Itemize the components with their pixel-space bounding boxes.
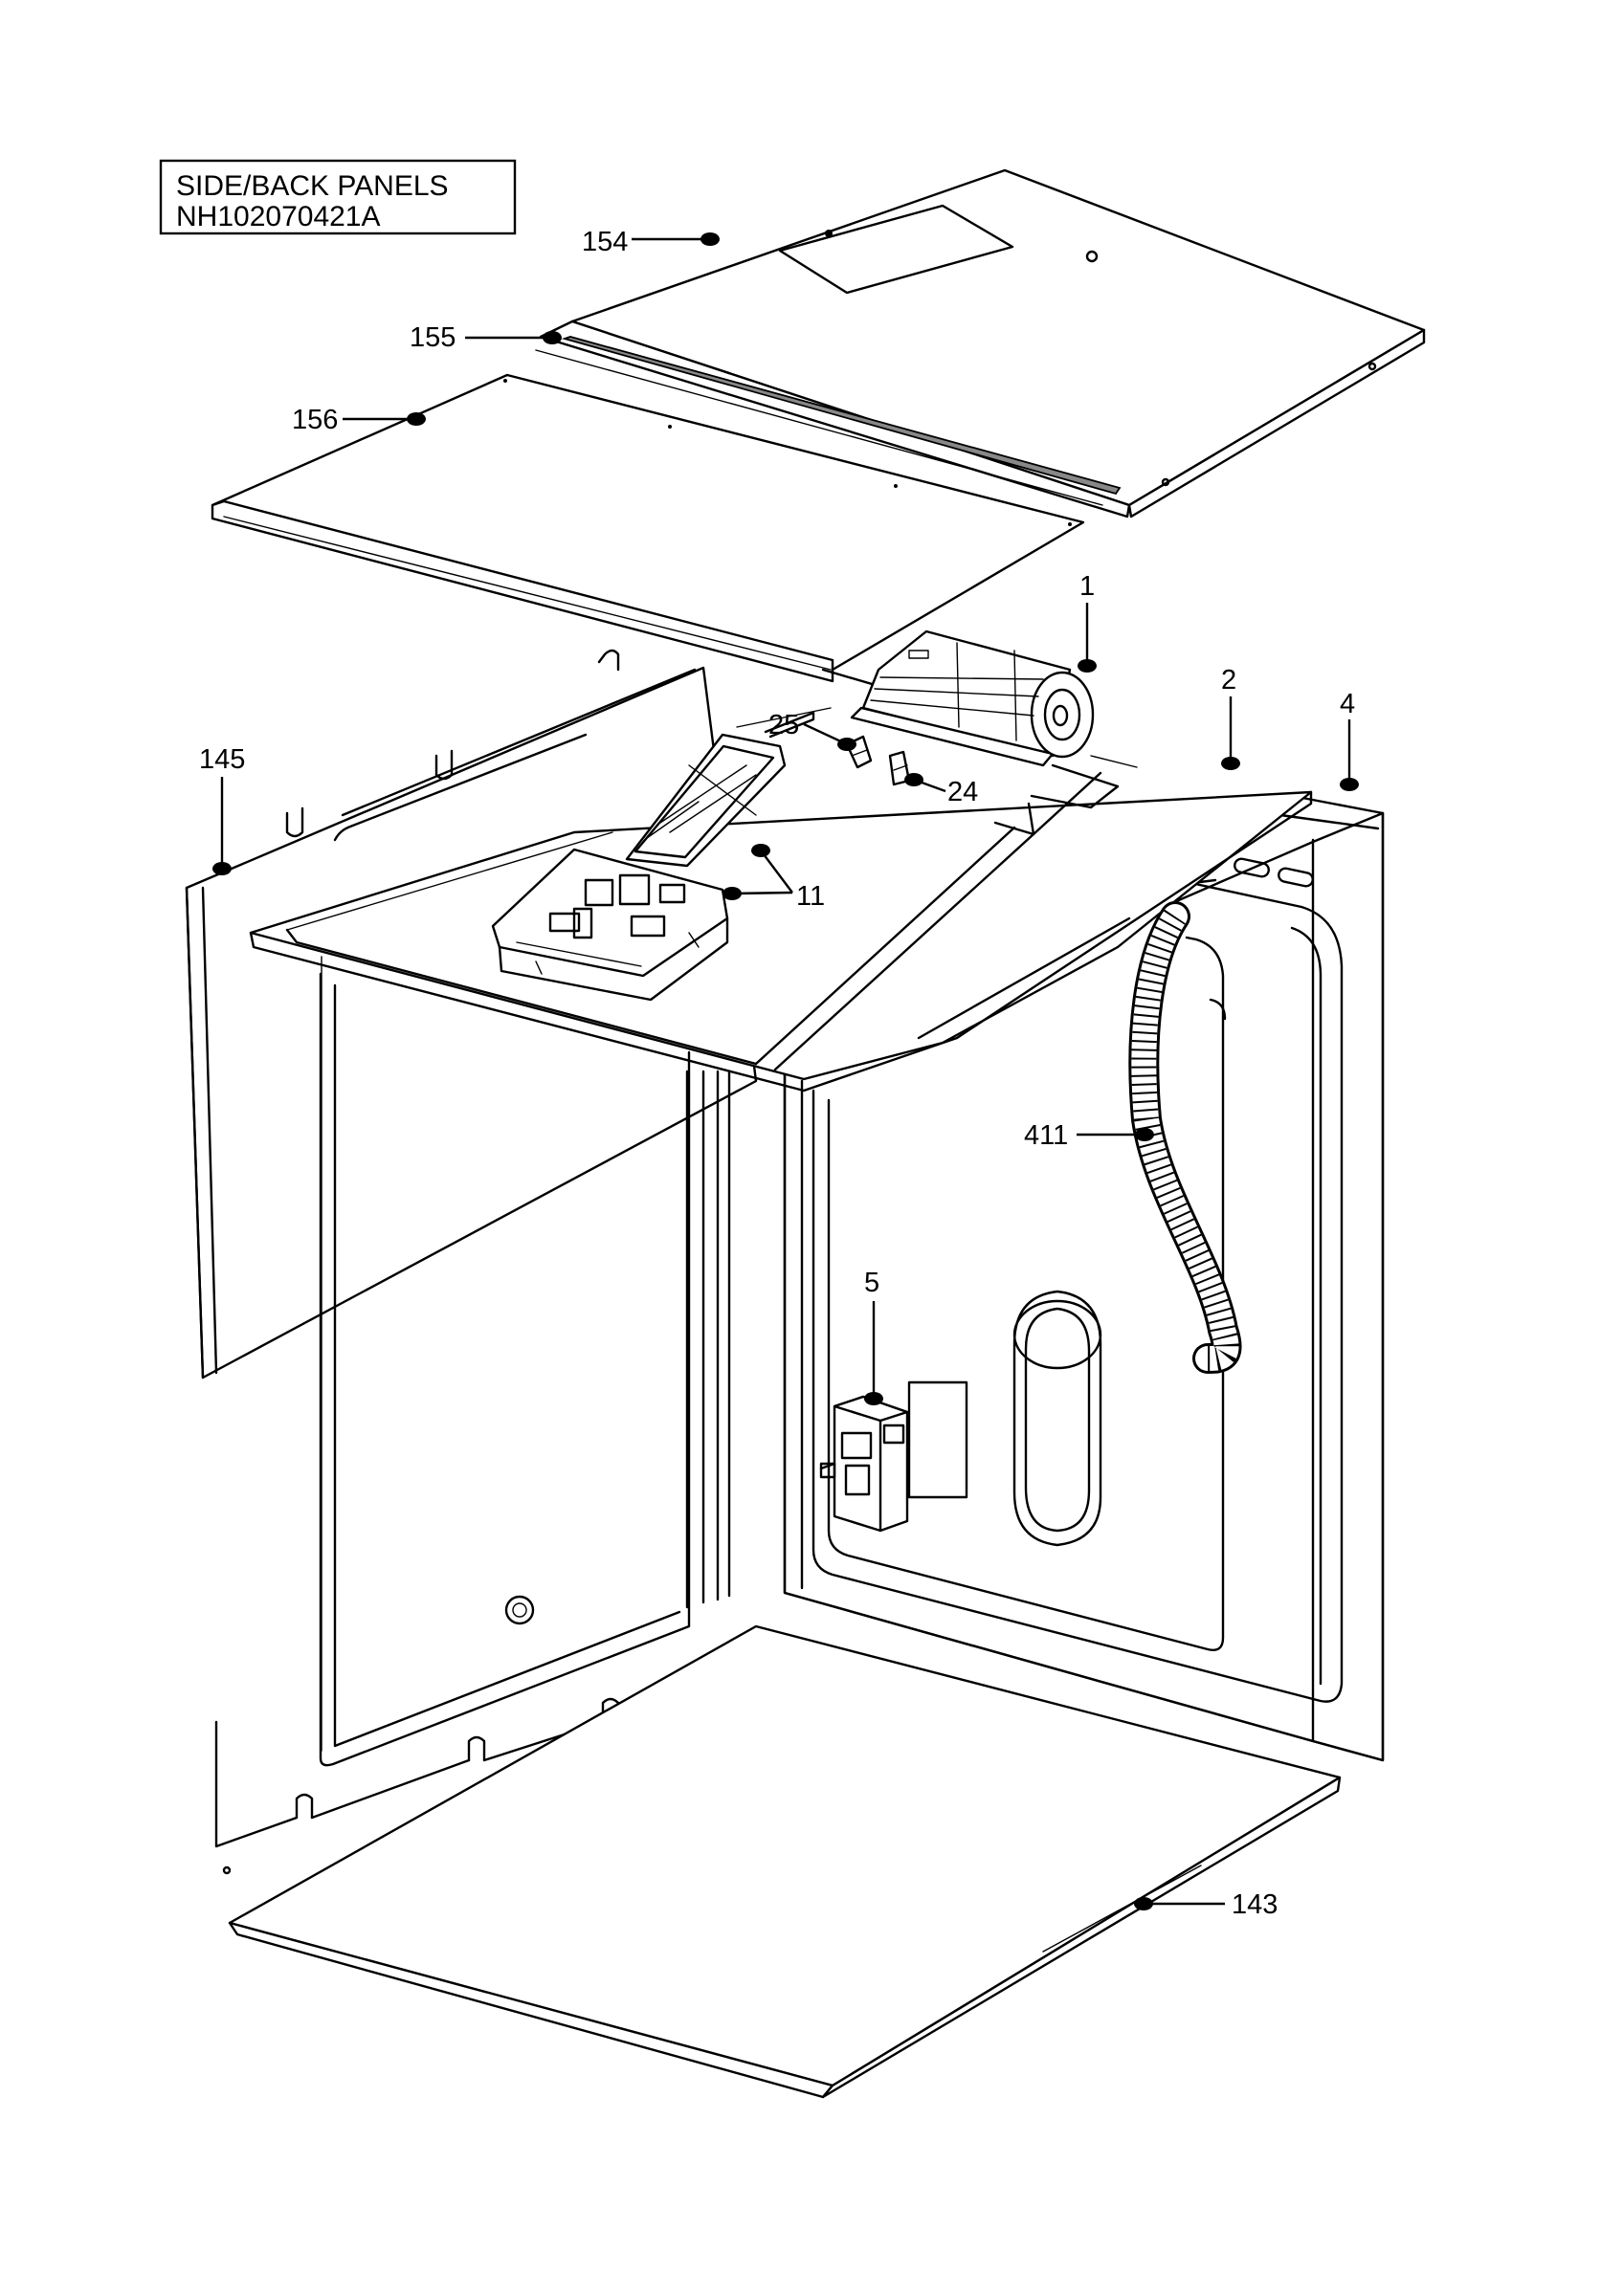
gasket-strip-155 (535, 336, 1122, 506)
callout-dot-1 (1078, 659, 1097, 673)
callout-2: 2 (1221, 665, 1240, 770)
clip-25 (845, 735, 873, 769)
callout-dot-145 (212, 862, 232, 875)
callout-label-11: 11 (796, 881, 825, 912)
callout-dot-156 (407, 412, 426, 426)
control-board-11 (491, 733, 787, 1002)
callout-154: 154 (582, 227, 720, 257)
callout-dot-411 (1135, 1128, 1154, 1141)
callout-leader-11 (760, 850, 793, 894)
callout-label-24: 24 (947, 777, 978, 807)
terminal-block-5 (819, 1395, 909, 1533)
callout-label-25: 25 (768, 710, 799, 740)
callout-11: 11 (723, 844, 825, 912)
title-box: SIDE/BACK PANELS NH102070421A (159, 159, 517, 235)
callout-dot-11-b (723, 887, 742, 900)
callout-25: 25 (768, 710, 856, 751)
callout-156: 156 (292, 405, 426, 435)
callout-4: 4 (1340, 689, 1359, 791)
callout-143: 143 (1134, 1889, 1278, 1920)
callout-411: 411 (1024, 1120, 1154, 1151)
callout-label-4: 4 (1340, 689, 1355, 719)
callout-label-411: 411 (1024, 1120, 1068, 1151)
callout-dot-2 (1221, 757, 1240, 770)
title-line-1: SIDE/BACK PANELS (176, 170, 449, 202)
callout-label-143: 143 (1232, 1889, 1278, 1920)
top-deck (249, 668, 1313, 1093)
callout-dot-154 (700, 232, 720, 246)
callout-label-2: 2 (1221, 665, 1236, 695)
callout-dot-5 (864, 1392, 883, 1405)
callout-label-5: 5 (864, 1268, 879, 1298)
callout-1: 1 (1078, 571, 1097, 673)
hose-411 (1128, 901, 1242, 1374)
motor-assembly-1 (850, 629, 1095, 767)
callout-dot-4 (1340, 778, 1359, 791)
callout-155: 155 (410, 322, 562, 353)
callout-145: 145 (199, 744, 245, 875)
callout-dot-143 (1134, 1897, 1153, 1910)
callout-label-145: 145 (199, 744, 245, 775)
callout-24: 24 (904, 773, 978, 807)
callout-leader-11-b (731, 891, 793, 895)
bottom-panel-143 (228, 1624, 1342, 2099)
right-side-panel-2 (783, 792, 1385, 1762)
callout-5: 5 (864, 1268, 883, 1405)
callout-dot-24 (904, 773, 923, 786)
callout-dot-155 (543, 331, 562, 344)
callout-label-154: 154 (582, 227, 628, 257)
callout-dot-11 (751, 844, 770, 857)
callout-label-1: 1 (1079, 571, 1095, 602)
title-line-2: NH102070421A (176, 201, 381, 232)
callout-dot-25 (837, 738, 856, 751)
callout-label-156: 156 (292, 405, 338, 435)
callout-label-155: 155 (410, 322, 456, 353)
